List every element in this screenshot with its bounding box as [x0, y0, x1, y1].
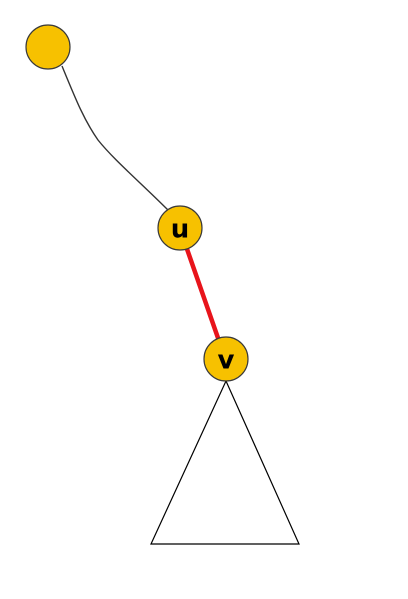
- node-u: u: [157, 205, 203, 251]
- root-node: [25, 24, 71, 70]
- subtree-triangle: [150, 379, 300, 545]
- node-u-circle: [157, 205, 203, 251]
- node-u-label: u: [171, 215, 190, 245]
- edge-u-to-v-highlighted: [184, 246, 221, 341]
- node-v-circle: [203, 336, 249, 382]
- node-v-label: v: [218, 346, 235, 376]
- node-v: v: [203, 336, 249, 382]
- edge-root-to-u: [61, 65, 169, 211]
